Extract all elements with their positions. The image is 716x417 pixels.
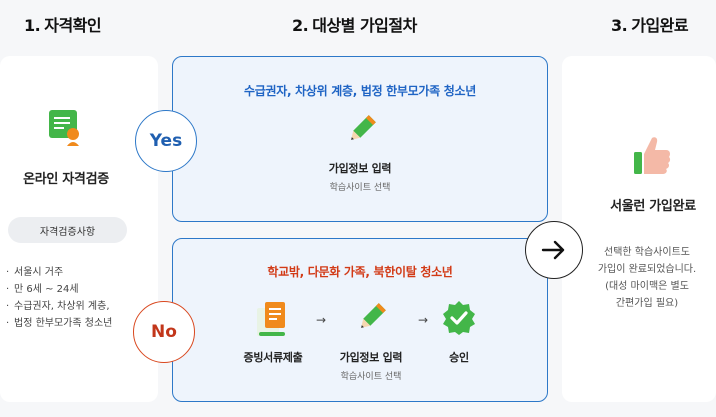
no-step-2-sub: 학습사이트 선택 bbox=[340, 372, 402, 382]
criteria-item-continued: 법정 한부모가족 청소년 bbox=[6, 315, 156, 332]
no-step-3: 승인 bbox=[419, 349, 499, 365]
criteria-pill: 자격검증사항 bbox=[8, 217, 127, 243]
yes-step: 가입정보 입력 학습사이트 선택 bbox=[300, 160, 420, 193]
no-path-heading: 학교밖, 다문화 가족, 북한이탈 청소년 bbox=[267, 265, 453, 279]
yes-step-label: 가입정보 입력 bbox=[328, 162, 392, 175]
complete-desc-line: 간편가입 필요) bbox=[615, 298, 679, 309]
arrow-right-icon bbox=[541, 240, 565, 260]
yes-badge: Yes bbox=[135, 110, 197, 172]
no-path-box bbox=[172, 238, 548, 402]
criteria-item: 서울시 거주 bbox=[6, 264, 156, 281]
no-step-2-label: 가입정보 입력 bbox=[339, 351, 403, 364]
complete-desc-line: (대성 마이맥은 별도 bbox=[605, 281, 689, 292]
pencil-icon bbox=[354, 300, 388, 336]
complete-desc-line: 가입이 완료되었습니다. bbox=[597, 264, 697, 275]
step-2-label: 대상별 가입절차 bbox=[312, 16, 417, 35]
arrow-icon: → bbox=[418, 313, 429, 327]
no-step-2: 가입정보 입력 학습사이트 선택 bbox=[311, 349, 431, 382]
no-step-3-label: 승인 bbox=[449, 351, 469, 364]
step-2-number: 2. bbox=[292, 16, 309, 35]
complete-title: 서울런 가입완료 bbox=[610, 199, 696, 214]
step-1-number: 1. bbox=[24, 16, 41, 35]
yes-step-sub: 학습사이트 선택 bbox=[329, 183, 391, 193]
yes-path-heading: 수급권자, 차상위 계층, 법정 한부모가족 청소년 bbox=[244, 84, 476, 98]
verify-title: 온라인 자격검증 bbox=[23, 172, 109, 187]
step-2-title: 2.대상별 가입절차 bbox=[292, 12, 417, 36]
step-1-label: 자격확인 bbox=[44, 16, 102, 35]
criteria-item: 수급권자, 차상위 계층, bbox=[6, 298, 156, 315]
step-3-label: 가입완료 bbox=[631, 16, 689, 35]
pencil-icon bbox=[344, 112, 378, 148]
step-3-number: 3. bbox=[611, 16, 628, 35]
complete-description: 선택한 학습사이트도 가입이 완료되었습니다. (대성 마이맥은 별도 간편가입… bbox=[585, 244, 709, 312]
yes-path-box bbox=[172, 56, 548, 222]
complete-desc-line: 선택한 학습사이트도 bbox=[604, 247, 690, 258]
next-arrow-circle bbox=[525, 221, 583, 279]
no-badge: No bbox=[133, 301, 195, 363]
complete-card bbox=[562, 56, 716, 402]
criteria-list: 서울시 거주 만 6세 ~ 24세 수급권자, 차상위 계층, 법정 한부모가족… bbox=[6, 264, 156, 332]
certificate-icon bbox=[48, 110, 88, 150]
criteria-item: 만 6세 ~ 24세 bbox=[6, 281, 156, 298]
thumbs-up-icon bbox=[632, 134, 672, 176]
arrow-icon: → bbox=[316, 313, 327, 327]
check-badge-icon bbox=[441, 300, 477, 336]
step-3-title: 3.가입완료 bbox=[611, 12, 689, 36]
document-icon bbox=[255, 300, 291, 338]
no-step-1: 증빙서류제출 bbox=[218, 349, 328, 365]
step-1-title: 1.자격확인 bbox=[24, 12, 102, 36]
no-step-1-label: 증빙서류제출 bbox=[243, 351, 303, 364]
